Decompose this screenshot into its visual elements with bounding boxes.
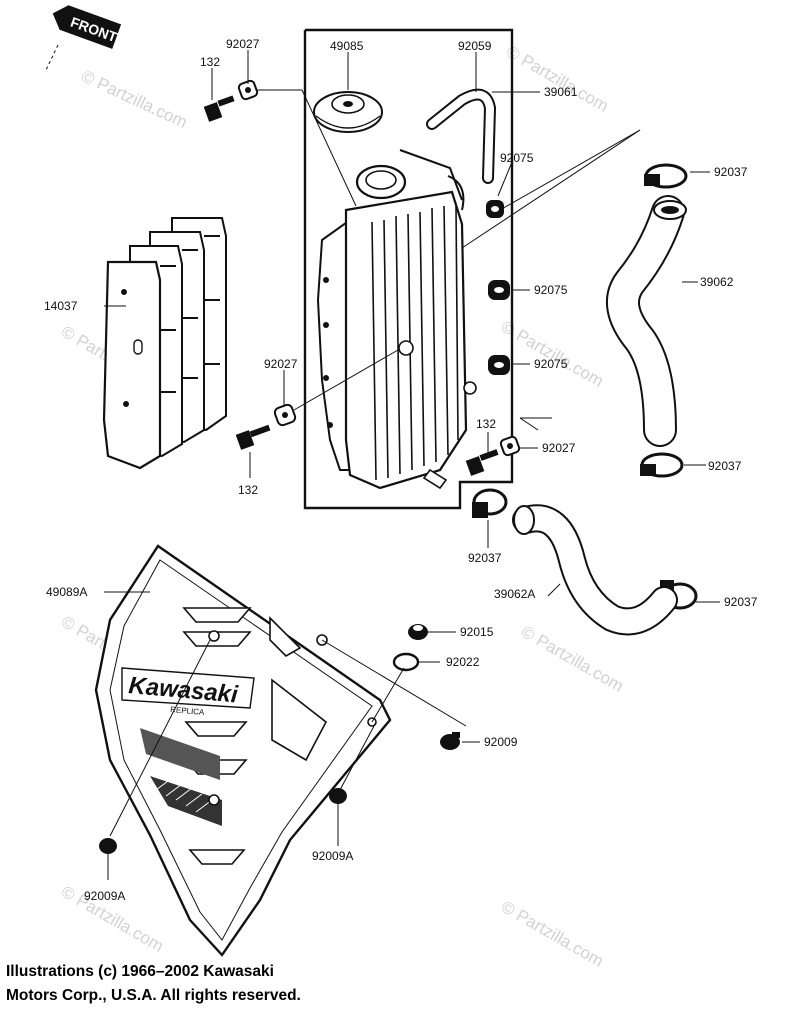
- front-arrow-badge: FRONT: [52, 5, 122, 49]
- part-label: 92027: [264, 357, 298, 371]
- leader-line: [45, 44, 59, 71]
- watermark: © Partzilla.com: [498, 897, 607, 971]
- part-label: 92075: [534, 357, 568, 371]
- bolt-132: [235, 424, 271, 450]
- part-label: 92059: [458, 39, 492, 53]
- part-label: 49089A: [46, 585, 87, 599]
- washer-92022: [392, 652, 420, 672]
- part-label: 92015: [460, 625, 494, 639]
- part-label: 49085: [330, 39, 364, 53]
- copyright-notice: Illustrations (c) 1966–2002 Kawasaki Mot…: [6, 960, 301, 1008]
- bolt-132: [203, 95, 235, 122]
- watermark: © Partzilla.com: [498, 317, 607, 391]
- radiator-shroud: Kawasaki REPLICA: [94, 544, 392, 957]
- part-label: 92027: [542, 441, 576, 455]
- part-label: 92009: [484, 735, 518, 749]
- grommet: [488, 280, 510, 300]
- collar-92027: [237, 79, 259, 101]
- grommet: [486, 200, 504, 218]
- watermark: © Partzilla.com: [518, 622, 627, 696]
- copyright-line-2: Motors Corp., U.S.A. All rights reserved…: [6, 987, 301, 1004]
- part-label: 132: [238, 483, 258, 497]
- part-label: 39062A: [494, 587, 535, 601]
- radiator-cap: [313, 91, 383, 133]
- part-label: 132: [476, 417, 496, 431]
- part-label: 92009A: [84, 889, 125, 903]
- front-arrow-icon: [52, 5, 122, 49]
- part-label: 92037: [714, 165, 748, 179]
- hose-clamp: [472, 488, 508, 518]
- collar-92027: [273, 403, 297, 427]
- part-label: 39061: [544, 85, 578, 99]
- part-label: 92037: [708, 459, 742, 473]
- part-label: 92075: [534, 283, 568, 297]
- part-label: 14037: [44, 299, 78, 313]
- brand-subtext: REPLICA: [170, 705, 206, 717]
- part-labels: 132 92027 49085 92059 39061 92075 92037 …: [44, 37, 758, 903]
- part-label: 92037: [724, 595, 758, 609]
- copyright-line-1: Illustrations (c) 1966–2002 Kawasaki: [6, 963, 274, 980]
- part-label: 132: [200, 55, 220, 69]
- hose-clamp: [640, 452, 684, 478]
- radiator: [316, 149, 477, 490]
- watermark: © Partzilla.com: [503, 42, 612, 116]
- nut-92015: [408, 624, 428, 640]
- collar-92027: [499, 435, 521, 457]
- part-label: 92022: [446, 655, 480, 669]
- part-label: 92027: [226, 37, 260, 51]
- screw-92009: [440, 732, 460, 750]
- screw-92009a: [99, 838, 117, 854]
- part-label: 92075: [500, 151, 534, 165]
- screw-92009a: [329, 788, 347, 804]
- radiator-assembly-boundary: [303, 28, 514, 510]
- part-label: 92009A: [312, 849, 353, 863]
- watermark: © Partzilla.com: [78, 66, 190, 132]
- part-label: 39062: [700, 275, 734, 289]
- leader-lines: [104, 50, 720, 880]
- hose-clamp: [644, 163, 688, 189]
- radiator-louver: [102, 217, 227, 470]
- grommet: [488, 355, 510, 375]
- part-label: 92037: [468, 551, 502, 565]
- bolt-132: [465, 449, 499, 476]
